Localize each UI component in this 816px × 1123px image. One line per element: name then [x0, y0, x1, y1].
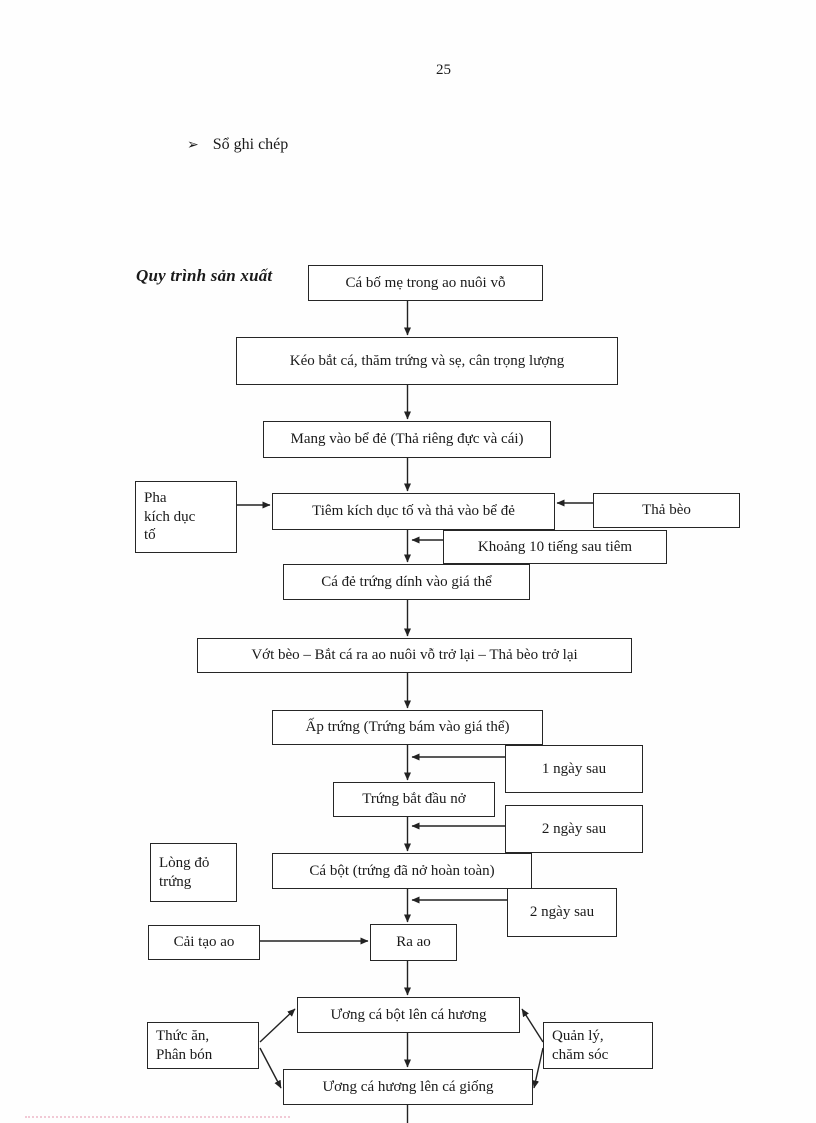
flow-box-management-care: Quản lý, chăm sóc: [543, 1022, 653, 1069]
list-item: ➢ Sổ ghi chép: [187, 136, 288, 154]
flow-box-to-pond: Ra ao: [370, 924, 457, 961]
page-number: 25: [436, 62, 451, 78]
arrowhead-bullet-icon: ➢: [187, 138, 199, 153]
arrow-care-to-nursefry: [521, 1008, 544, 1043]
flow-box-nurse-fry: Ương cá bột lên cá hương: [297, 997, 520, 1033]
flow-box-inject-hormone: Tiêm kích dục tố và thả vào bể đẻ: [272, 493, 555, 530]
flow-box-release-duckweed: Thả bèo: [593, 493, 740, 528]
arrow-feed-to-nursefingerling: [259, 1047, 282, 1089]
flow-box-nurse-fingerling: Ương cá hương lên cá giống: [283, 1069, 533, 1105]
flow-box-remove-duckweed-return-fish: Vớt bèo – Bắt cá ra ao nuôi vỗ trở lại –…: [197, 638, 632, 673]
flow-box-incubate-eggs: Ấp trứng (Trứng bám vào giá thể): [272, 710, 543, 745]
arrow-feed-to-nursefry: [259, 1008, 296, 1043]
flow-box-two-days-later-a: 2 ngày sau: [505, 805, 643, 853]
flow-box-move-to-spawning-tank: Mang vào bể đẻ (Thả riêng đực và cái): [263, 421, 551, 458]
flow-box-two-days-later-b: 2 ngày sau: [507, 888, 617, 937]
arrow-care-to-nursefingerling: [532, 1047, 544, 1089]
flow-box-catch-check-weigh: Kéo bắt cá, thăm trứng và sẹ, cân trọng …: [236, 337, 618, 385]
flow-box-eggs-stick-substrate: Cá đẻ trứng dính vào giá thể: [283, 564, 530, 600]
flow-box-pond-preparation: Cải tạo ao: [148, 925, 260, 960]
scan-artifact-dotted-line: [25, 1116, 290, 1118]
flowchart-title: Quy trình sản xuất: [136, 266, 273, 285]
flow-box-feed-fertilizer: Thức ăn, Phân bón: [147, 1022, 259, 1069]
flow-box-fry-fully-hatched: Cá bột (trứng đã nở hoàn toàn): [272, 853, 532, 889]
flow-box-broodstock: Cá bố mẹ trong ao nuôi vỗ: [308, 265, 543, 301]
flow-box-eggs-begin-hatch: Trứng bắt đầu nở: [333, 782, 495, 817]
flow-box-prepare-hormone: Pha kích dục tố: [135, 481, 237, 553]
flow-box-about-10-hours: Khoảng 10 tiếng sau tiêm: [443, 530, 667, 564]
flow-box-one-day-later: 1 ngày sau: [505, 745, 643, 793]
flow-box-egg-yolk: Lòng đỏ trứng: [150, 843, 237, 902]
list-item-text: Sổ ghi chép: [212, 136, 289, 153]
